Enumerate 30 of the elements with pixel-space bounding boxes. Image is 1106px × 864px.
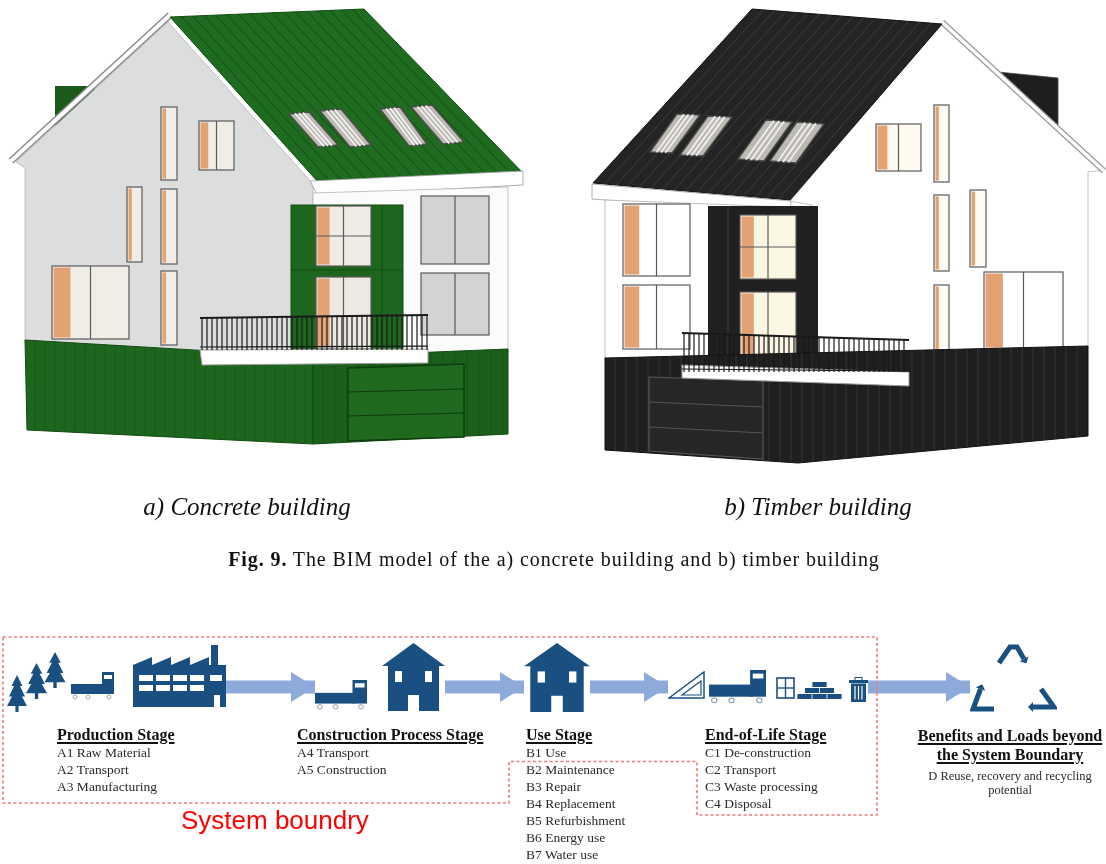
figure-caption: Fig. 9. The BIM model of the a) concrete building and b) timber building	[228, 547, 880, 572]
stage-heading: Production Stage	[57, 726, 175, 743]
stage-heading: End-of-Life Stage	[705, 726, 827, 743]
arrow	[226, 672, 315, 702]
panel-caption: a) Concrete building	[143, 492, 351, 522]
stage-item: A1 Raw Material	[57, 746, 151, 760]
stage-item: A2 Transport	[57, 763, 129, 777]
stage-item: C4 Disposal	[705, 797, 772, 811]
stage-item: B3 Repair	[526, 780, 582, 794]
arrow	[445, 672, 524, 702]
stage-item: B2 Maintenance	[526, 763, 615, 777]
stage-item: B6 Energy use	[526, 831, 606, 845]
panel-caption: b) Timber building	[724, 492, 912, 522]
stage-heading: Use Stage	[526, 726, 593, 743]
arrow	[868, 672, 970, 702]
boundary-label: System boundry	[181, 805, 369, 835]
stage-item: B7 Water use	[526, 848, 599, 862]
stage-item: B1 Use	[526, 746, 567, 760]
stage-description: D Reuse, recovery and recycling potential	[927, 770, 1093, 797]
stage-item: A3 Manufacturing	[57, 780, 158, 794]
stage-item: B5 Refurbishment	[526, 814, 626, 828]
stage-item: B4 Replacement	[526, 797, 616, 811]
stage-item: C3 Waste processing	[705, 780, 818, 794]
arrow	[590, 672, 668, 702]
stage-item: C1 De-construction	[705, 746, 812, 760]
stage-item: A5 Construction	[297, 763, 387, 777]
stage-item: A4 Transport	[297, 746, 369, 760]
stage-heading: Construction Process Stage	[297, 726, 484, 743]
stage-heading: Benefits and Loads beyond the System Boundary	[916, 726, 1104, 764]
stage-item: C2 Transport	[705, 763, 776, 777]
